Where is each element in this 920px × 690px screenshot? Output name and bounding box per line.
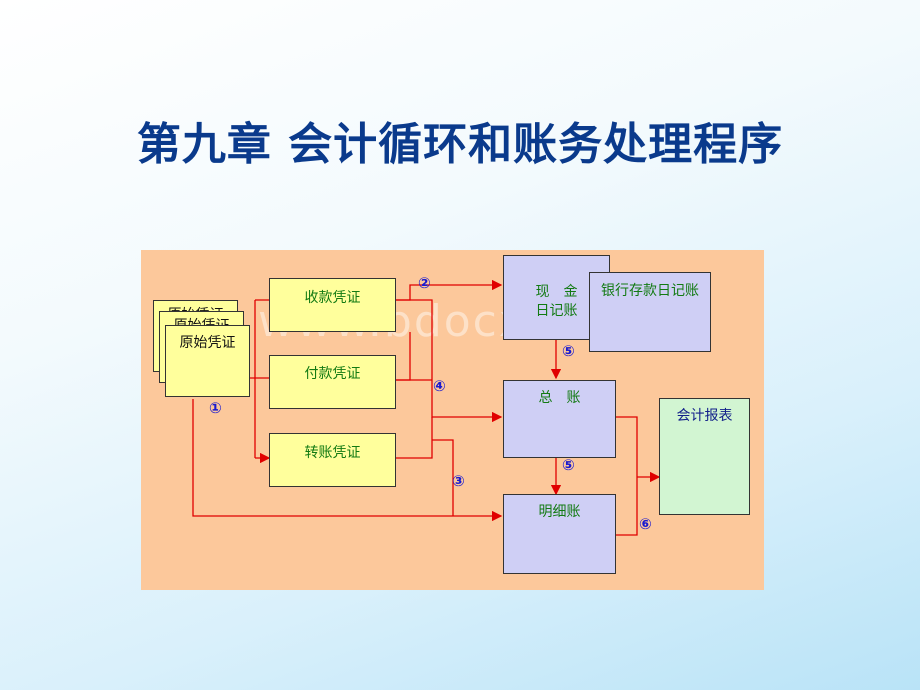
cash-journal-label: 现 金 日记账 (535, 284, 578, 319)
original-voucher-label: 原始凭证 (179, 335, 236, 351)
accounting-report-box: 会计报表 (659, 398, 750, 515)
arrow-vouchers-to-general-ledger (396, 299, 503, 423)
arrow-ledgers-to-report (616, 416, 659, 536)
original-voucher: 原始凭证 (165, 325, 250, 397)
arrow-original-to-vouchers (249, 299, 269, 458)
arrow-original-to-detail-ledger (192, 399, 503, 522)
step-3-label: ③ (452, 472, 465, 490)
step-5-label-lower: ⑤ (562, 456, 575, 474)
step-5-label-upper: ⑤ (562, 342, 575, 360)
transfer-voucher-box: 转账凭证 (269, 433, 396, 487)
slide-title: 第九章 会计循环和账务处理程序 (136, 119, 784, 170)
detail-ledger-label: 明细账 (538, 504, 581, 520)
step-2-label: ② (418, 274, 431, 292)
step-4-label: ④ (433, 377, 446, 395)
step-1-label: ① (209, 399, 222, 417)
receipt-voucher-label: 收款凭证 (304, 290, 361, 306)
payment-voucher-box: 付款凭证 (269, 355, 396, 409)
general-ledger-box: 总 账 (503, 380, 616, 458)
detail-ledger-box: 明细账 (503, 494, 616, 574)
receipt-voucher-box: 收款凭证 (269, 278, 396, 332)
arrow-vouchers-to-detail-ledger (432, 439, 454, 516)
bank-journal-label: 银行存款日记账 (601, 283, 699, 299)
arrow-payment-to-journal (396, 332, 411, 381)
payment-voucher-label: 付款凭证 (304, 366, 361, 382)
arrow-receipt-to-journal (396, 279, 503, 301)
step-6-label: ⑥ (639, 515, 652, 533)
general-ledger-label: 总 账 (538, 390, 581, 406)
transfer-voucher-label: 转账凭证 (304, 445, 361, 461)
accounting-report-label: 会计报表 (676, 408, 733, 424)
bank-journal-box: 银行存款日记账 (589, 272, 711, 352)
